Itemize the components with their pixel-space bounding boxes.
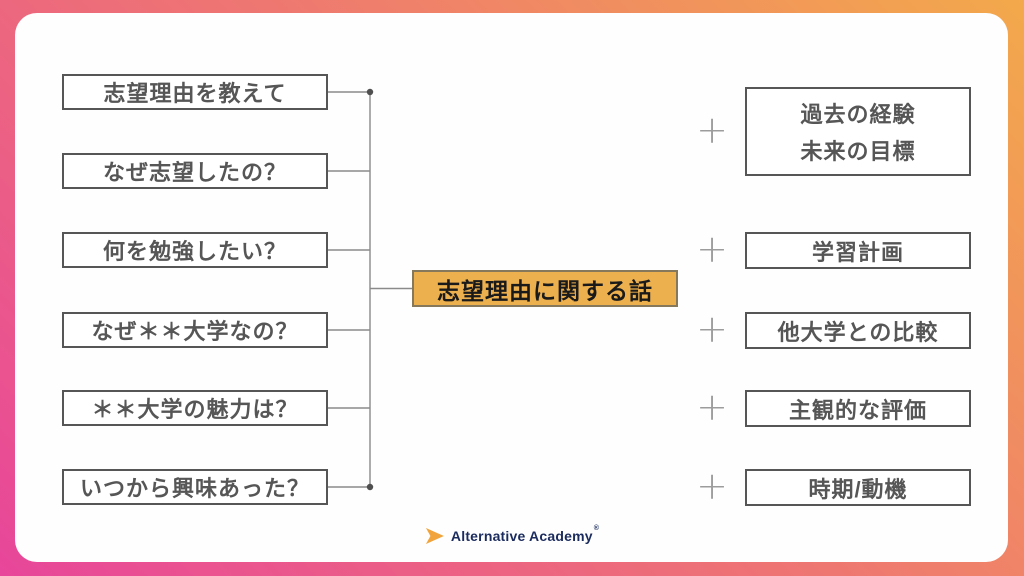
center-topic-box: 志望理由に関する話 [412, 270, 678, 307]
left-question-1: 志望理由を教えて [62, 74, 328, 110]
right-answer-line: 未来の目標 [800, 138, 916, 164]
plus-icon: + [696, 385, 728, 429]
plus-icon: + [696, 108, 728, 152]
plus-icon: + [696, 464, 728, 508]
right-answer-3: 他大学との比較 [745, 312, 971, 349]
left-question-2: なぜ志望したの？ [62, 153, 328, 189]
right-answer-2: 学習計画 [745, 232, 971, 269]
left-question-5: ＊＊大学の魅力は？ [62, 390, 328, 426]
brand-arrow-icon [425, 528, 444, 544]
left-question-4: なぜ＊＊大学なの？ [62, 312, 328, 348]
plus-icon: + [696, 227, 728, 271]
right-answer-1: 過去の経験 未来の目標 [745, 87, 971, 176]
right-answer-4: 主観的な評価 [745, 390, 971, 427]
plus-icon: + [696, 307, 728, 351]
left-question-6: いつから興味あった？ [62, 469, 328, 505]
right-answer-line: 過去の経験 [800, 102, 916, 128]
right-answer-5: 時期/動機 [745, 469, 971, 506]
left-question-3: 何を勉強したい？ [62, 232, 328, 268]
footer-logo: Alternative Academy® [425, 525, 600, 544]
registered-mark: ® [593, 525, 600, 532]
brand-name: Alternative Academy® [450, 525, 600, 544]
